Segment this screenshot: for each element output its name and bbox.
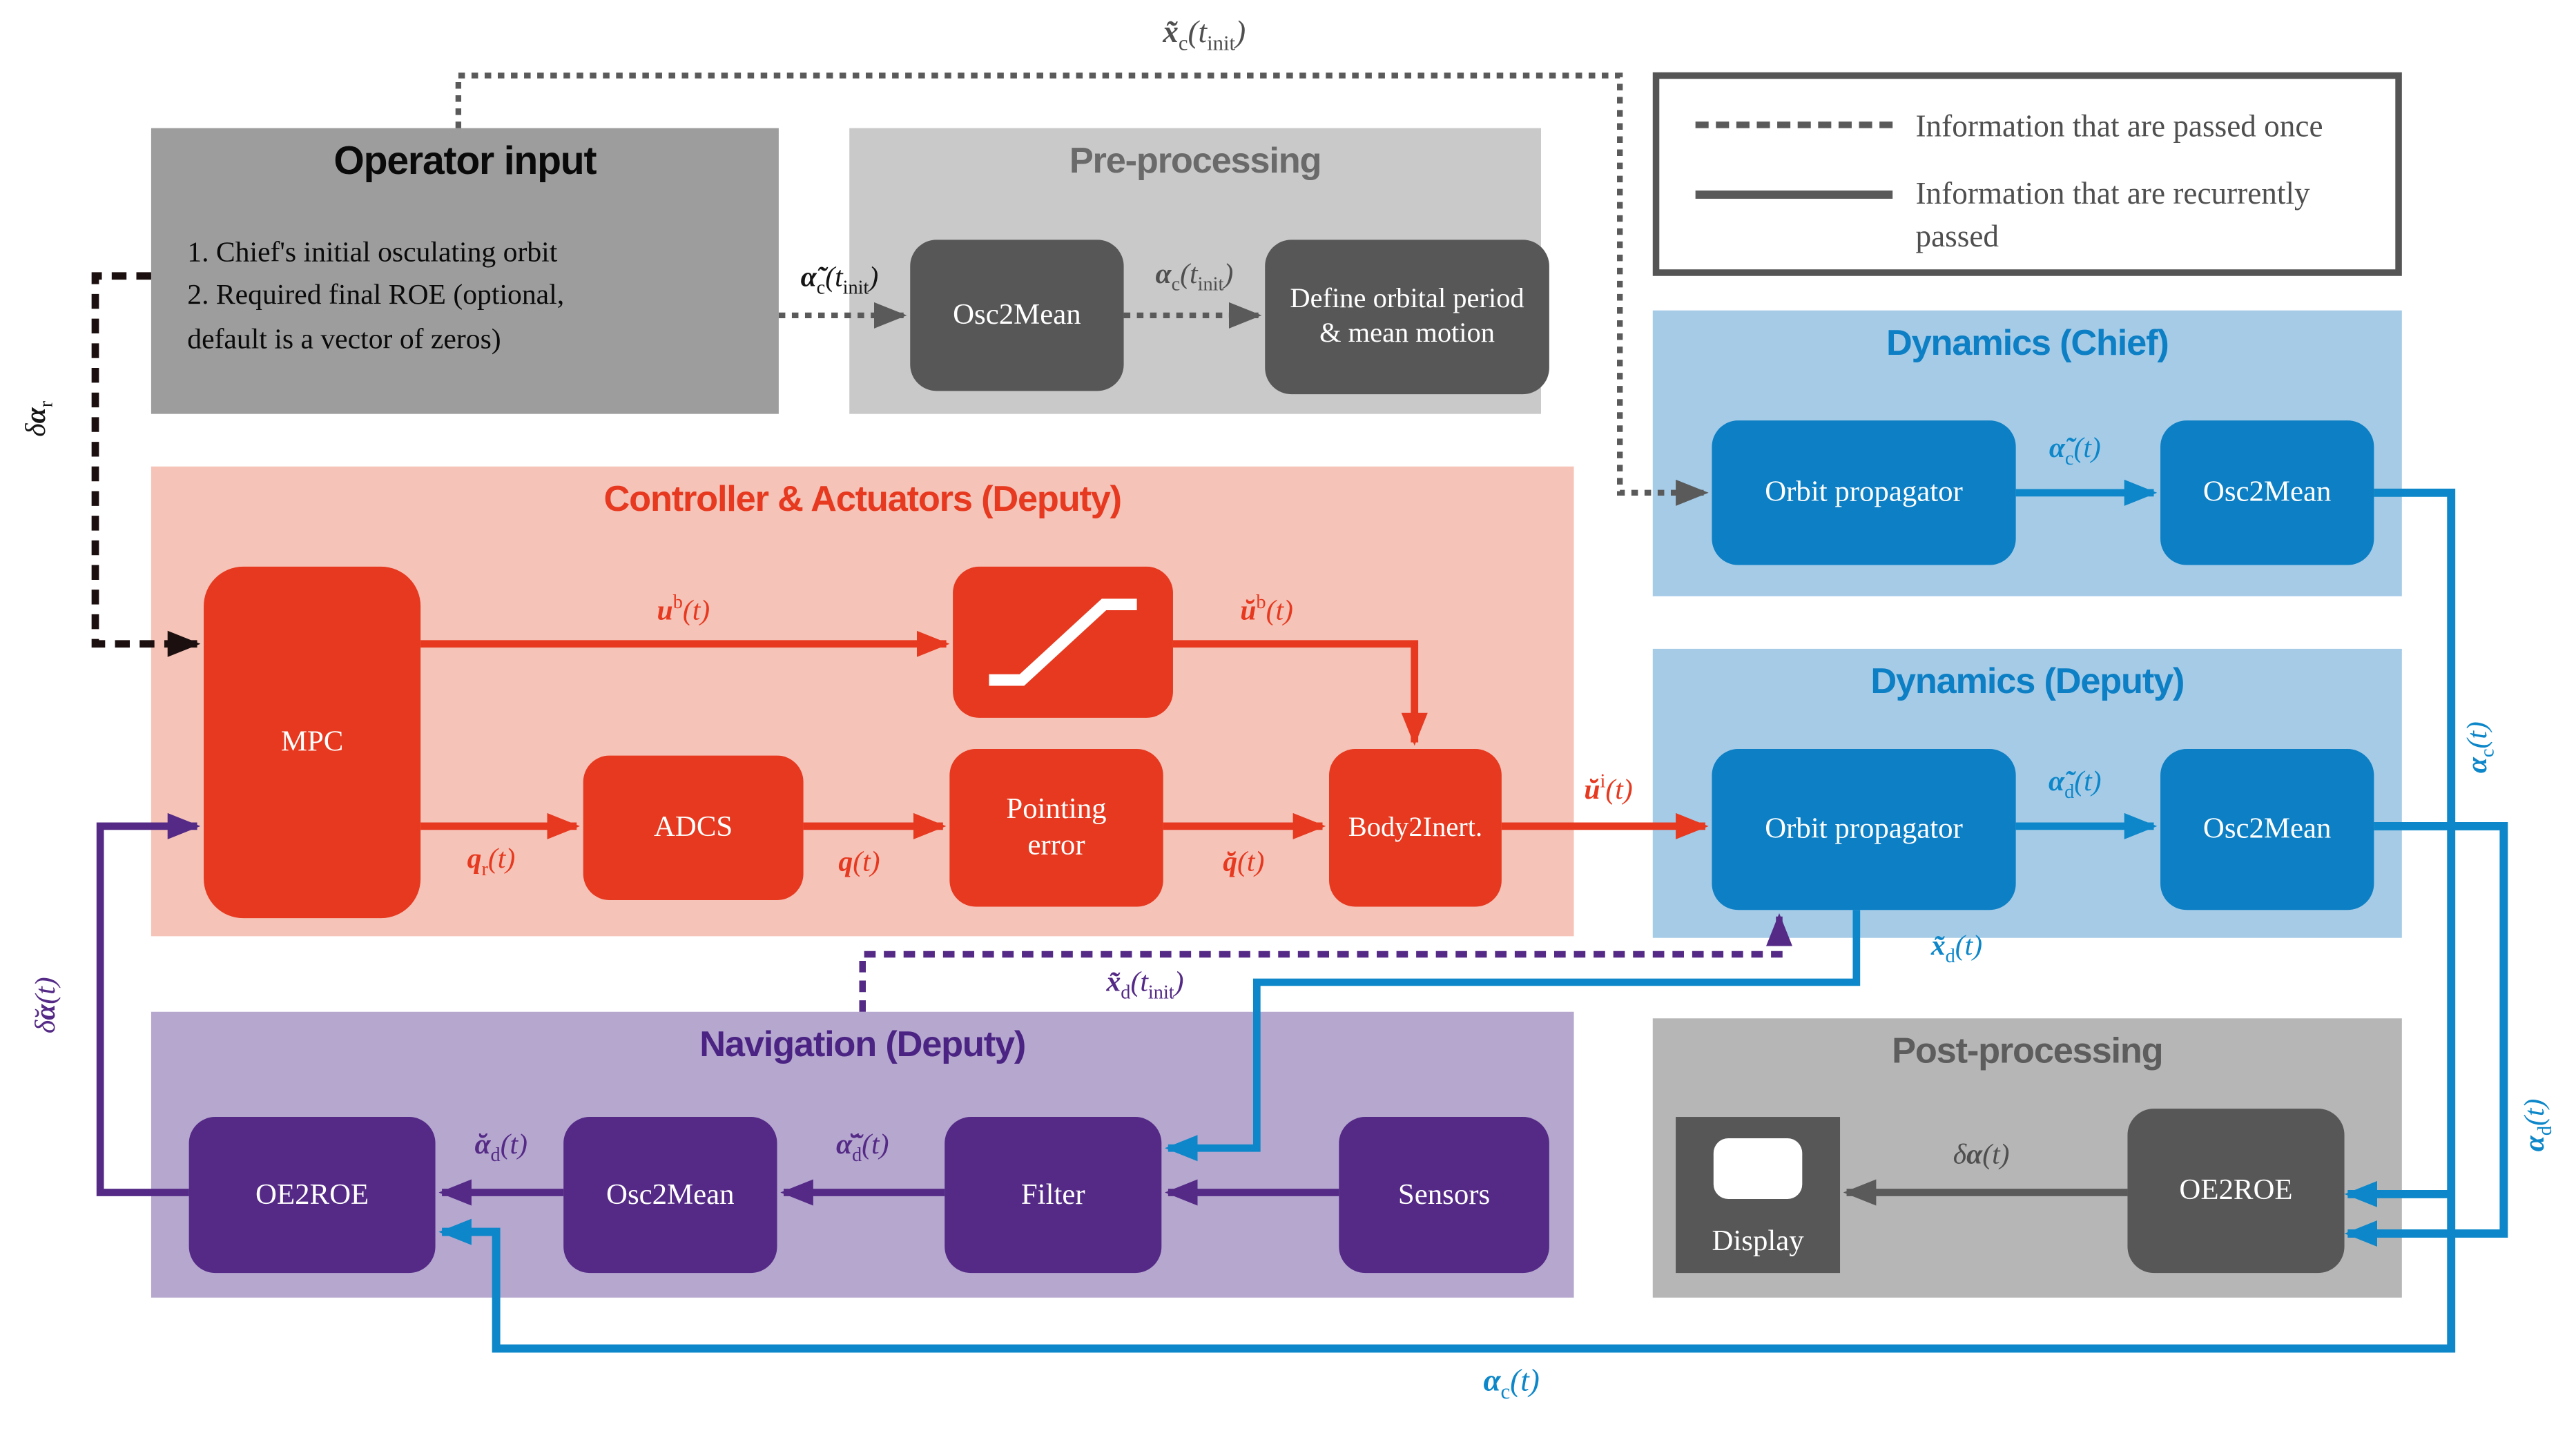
- pointing-error-label: Pointing error: [1006, 792, 1107, 861]
- dynamics-chief-title: Dynamics (Chief): [1886, 322, 2169, 363]
- block-filter: Filter: [945, 1117, 1162, 1274]
- legend-solid-line-sample: [1695, 191, 1893, 199]
- osc2mean-nav-label: Osc2Mean: [606, 1176, 735, 1210]
- saturation-icon: [989, 598, 1137, 686]
- block-oe2roe-nav: OE2ROE: [188, 1117, 436, 1274]
- label-u-i-breve: ŭi(t): [1584, 769, 1633, 806]
- legend-dashed-line-sample: [1695, 121, 1893, 128]
- block-mpc: MPC: [204, 566, 421, 919]
- define-orbital-label: Define orbital period & mean motion: [1290, 282, 1524, 349]
- block-orbit-propagator-deputy: Orbit propagator: [1712, 749, 2016, 910]
- block-osc2mean-deputy: Osc2Mean: [2160, 749, 2374, 910]
- block-adcs: ADCS: [583, 755, 804, 900]
- oe2roe-post-label: OE2ROE: [2179, 1173, 2293, 1206]
- block-saturation: [953, 566, 1173, 718]
- block-osc2mean-chief: Osc2Mean: [2160, 420, 2374, 565]
- block-orbit-propagator-chief: Orbit propagator: [1712, 420, 2016, 565]
- block-body2inert: Body2Inert.: [1329, 749, 1502, 907]
- pre-processing-title: Pre-processing: [1069, 139, 1322, 181]
- label-alpha-c-bottom: αc(t): [1483, 1364, 1540, 1404]
- operator-input-line2: 2. Required final ROE (optional,: [187, 277, 565, 311]
- oe2roe-nav-label: OE2ROE: [255, 1176, 369, 1210]
- label-alpha-d-right: αd(t): [2517, 1098, 2557, 1152]
- orbit-propagator-chief-label: Orbit propagator: [1765, 474, 1963, 508]
- label-x-c-init: x̃c(tinit): [1163, 15, 1246, 55]
- block-osc2mean-pre: Osc2Mean: [910, 240, 1124, 391]
- osc2mean-chief-label: Osc2Mean: [2202, 474, 2332, 508]
- legend-recurrent-label: Information that are recurrently passed: [1915, 177, 2310, 254]
- osc2mean-deputy-label: Osc2Mean: [2202, 811, 2332, 845]
- adcs-label: ADCS: [654, 810, 733, 843]
- sensors-label: Sensors: [1397, 1176, 1491, 1210]
- display-screen-icon: [1713, 1138, 1803, 1200]
- dynamics-deputy-title: Dynamics (Deputy): [1870, 660, 2185, 702]
- body2inert-label: Body2Inert.: [1348, 810, 1483, 842]
- post-processing-title: Post-processing: [1892, 1029, 2164, 1071]
- block-pointing-error: Pointing error: [949, 749, 1163, 907]
- block-oe2roe-post: OE2ROE: [2127, 1109, 2345, 1274]
- operator-input-line1: 1. Chief's initial osculating orbit: [187, 235, 558, 268]
- label-x-d-init: x̃d(tinit): [1106, 964, 1184, 1004]
- orbit-propagator-deputy-label: Orbit propagator: [1765, 811, 1963, 845]
- filter-label: Filter: [1020, 1176, 1085, 1210]
- operator-input-title: Operator input: [333, 139, 597, 184]
- label-alpha-c-right: αc(t): [2459, 721, 2499, 774]
- operator-input-line3: default is a vector of zeros): [187, 321, 501, 354]
- label-delta-alpha-r: δαr: [18, 400, 57, 437]
- display-label: Display: [1712, 1223, 1804, 1257]
- mpc-label: MPC: [280, 724, 344, 757]
- block-define-orbital: Define orbital period & mean motion: [1265, 240, 1549, 395]
- block-sensors: Sensors: [1339, 1117, 1549, 1274]
- block-display: Display: [1676, 1117, 1841, 1274]
- block-osc2mean-nav: Osc2Mean: [563, 1117, 777, 1274]
- navigation-title: Navigation (Deputy): [699, 1023, 1026, 1064]
- panel-operator-input: Operator input 1. Chief's initial oscula…: [151, 128, 779, 414]
- osc2mean-pre-label: Osc2Mean: [953, 297, 1081, 331]
- legend-once-label: Information that are passed once: [1915, 110, 2323, 145]
- label-delta-alpha-breve: δ̆α(t): [28, 977, 61, 1034]
- legend-box: Information that are passed once Informa…: [1652, 72, 2402, 276]
- controller-actuators-title: Controller & Actuators (Deputy): [603, 478, 1123, 519]
